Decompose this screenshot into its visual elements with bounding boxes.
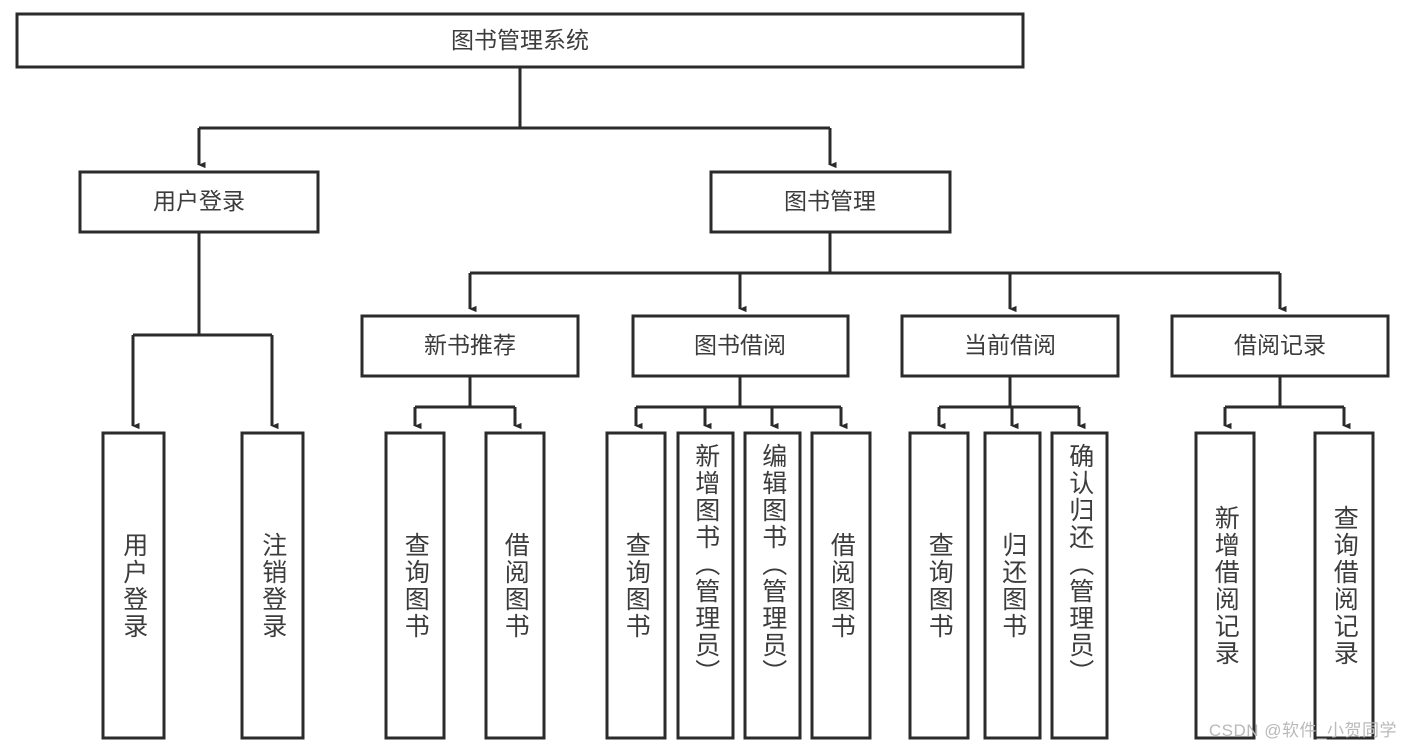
leaf-box-rec-query[interactable] [1313,431,1375,740]
leaf-box-rec-add[interactable] [1194,431,1256,740]
node-root[interactable]: 图书管理系统 [15,12,1025,69]
node-user-login-label: 用户登录 [153,188,245,214]
leaf-box-user-login[interactable] [101,431,166,740]
node-book-manage-label: 图书管理 [784,188,876,214]
leaf-box-cur-query[interactable] [908,431,970,740]
leaf-box-nb-query[interactable] [384,431,446,740]
leaf-box-user-logout[interactable] [240,431,305,740]
node-user-login-box[interactable] [78,170,320,234]
node-borrow-record[interactable]: 借阅记录 [1170,314,1390,378]
leaf-box-bb-borrow[interactable] [810,431,872,740]
node-new-book-label: 新书推荐 [424,332,516,358]
edge-group-userlogin-to-leaves [131,232,279,430]
node-new-book[interactable]: 新书推荐 [360,314,580,378]
node-root-box[interactable] [15,12,1025,69]
edge-group-root-to-level2 [197,67,837,169]
node-borrow[interactable]: 图书借阅 [631,314,850,378]
node-borrow-box[interactable] [631,314,850,378]
leaf-box-group [101,431,1375,740]
node-borrow-record-box[interactable] [1170,314,1390,378]
node-book-manage-box[interactable] [709,170,952,234]
leaf-box-bb-add[interactable] [676,431,735,740]
node-user-login[interactable]: 用户登录 [78,170,320,234]
edge-group-record-to-leaves [1223,376,1351,430]
edge-group-bookmanage-to-level3 [468,232,1287,313]
node-current-borrow[interactable]: 当前借阅 [900,314,1120,378]
leaf-box-nb-borrow[interactable] [484,431,546,740]
leaf-box-bb-edit[interactable] [743,431,802,740]
node-current-borrow-box[interactable] [900,314,1120,378]
node-book-manage[interactable]: 图书管理 [709,170,952,234]
edge-group-current-to-leaves [937,376,1086,430]
node-current-borrow-label: 当前借阅 [964,332,1056,358]
edge-group-borrow-to-leaves [634,376,848,430]
csdn-watermark: CSDN @软件_小贺同学 [1208,721,1397,740]
node-borrow-label: 图书借阅 [694,332,786,358]
leaf-box-cur-confirm[interactable] [1050,431,1109,740]
node-root-label: 图书管理系统 [451,27,589,53]
node-new-book-box[interactable] [360,314,580,378]
node-borrow-record-label: 借阅记录 [1234,332,1326,358]
leaf-box-cur-return[interactable] [983,431,1042,740]
leaf-box-bb-query[interactable] [605,431,667,740]
edge-group-newbook-to-leaves [413,376,522,430]
